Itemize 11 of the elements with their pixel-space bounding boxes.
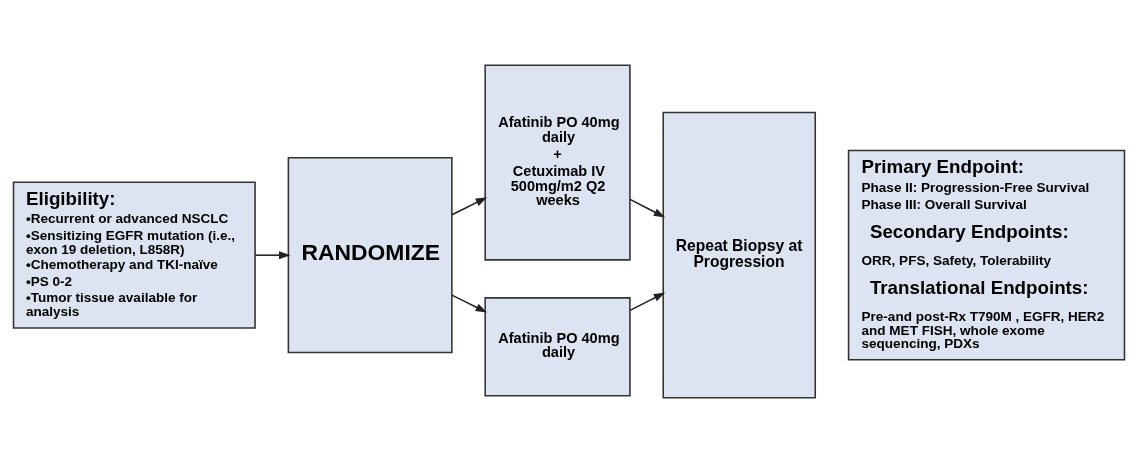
arrow xyxy=(629,198,666,218)
arrow xyxy=(451,293,488,313)
node-box: RANDOMIZE xyxy=(287,156,453,353)
arrow xyxy=(451,196,488,216)
arrow xyxy=(629,291,666,311)
arrow xyxy=(254,250,291,259)
node-box: Eligibility: •Recurrent or advanced NSCLC •Sensitizing EGFR mutation (i.e., exon 19 deletion, L858R) •Chemotherapy and TKI-naïve •PS 0-2 •Tumor tissue available for analysis xyxy=(12,181,256,329)
node-box: Afatinib PO 40mg daily xyxy=(484,296,631,397)
node-box: Afatinib PO 40mg daily + Cetuximab IV 500mg/m2 Q2 weeks xyxy=(484,63,631,261)
node-box: Primary Endpoint: Phase II: Progression-Free Survival Phase III: Overall Survival Secondary Endpoints: ORR, PFS, Safety, Tolerability Translational Endpoints: Pre-and post-Rx T790M , EGFR, HER2 and MET FISH, whole exome sequencing, PDXs xyxy=(847,149,1126,361)
node-box: Repeat Biopsy at Progression xyxy=(662,111,817,399)
